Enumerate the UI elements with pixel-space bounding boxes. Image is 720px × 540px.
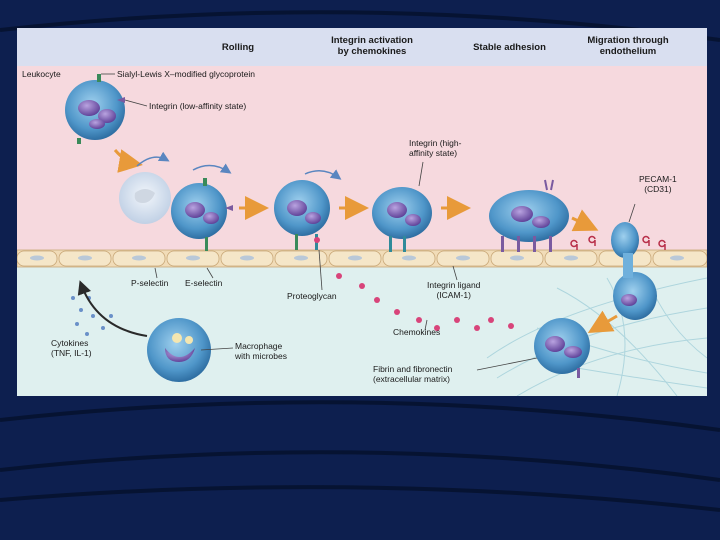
stage-integrin-activation-line2: by chemokines (337, 46, 407, 57)
label-e-selectin: E-selectin (185, 278, 223, 288)
label-pecam-line1: PECAM-1 (639, 174, 677, 184)
stage-migration-line1: Migration through (587, 35, 669, 46)
stage-integrin-activation-line1: Integrin activation (331, 35, 413, 46)
endothelium (17, 249, 707, 268)
migrated-cell (534, 318, 590, 378)
header-band (17, 28, 707, 66)
figure-art (17, 28, 707, 396)
stage-rolling: Rolling (221, 42, 255, 53)
label-cytokines-line2: (TNF, IL-1) (51, 348, 92, 358)
vessel-lumen (17, 66, 707, 251)
label-integrin-high-line2: affinity state) (409, 148, 458, 158)
cytokine-arrow (77, 280, 148, 337)
label-fibrin-line2: (extracellular matrix) (373, 374, 450, 384)
transmigrating-cell (611, 222, 657, 320)
label-integrin-high: Integrin (high- affinity state) (409, 138, 461, 158)
label-p-selectin: P-selectin (131, 278, 169, 288)
stable-adhesion-cell (372, 187, 432, 252)
leukocyte-extravasation-figure: Rolling Integrin activation by chemokine… (17, 28, 707, 396)
label-integrin-low: Integrin (low-affinity state) (149, 101, 247, 111)
label-fibrin-line1: Fibrin and fibronectin (373, 364, 453, 374)
stage-integrin-activation: Integrin activation by chemokines (317, 35, 427, 57)
label-cytokines: Cytokines (TNF, IL-1) (51, 338, 92, 358)
label-fibrin: Fibrin and fibronectin (extracellular ma… (373, 364, 452, 384)
label-leukocyte: Leukocyte (22, 69, 61, 79)
chemokine-dots (314, 237, 514, 331)
macrophage-cell (147, 318, 211, 382)
label-sialyl-lewis: Sialyl-Lewis X–modified glycoprotein (117, 69, 255, 79)
label-macrophage: Macrophage with microbes (235, 341, 287, 361)
label-integrin-ligand: Integrin ligand (ICAM-1) (427, 280, 480, 300)
stage-migration: Migration through endothelium (575, 35, 681, 57)
label-chemokines: Chemokines (393, 327, 441, 337)
flattened-cell (489, 179, 569, 252)
stage-stable-adhesion: Stable adhesion (473, 42, 546, 53)
label-macrophage-line1: Macrophage (235, 341, 283, 351)
cytokine-dots (71, 296, 113, 336)
leukocyte-cell (65, 74, 125, 144)
label-macrophage-line2: with microbes (235, 351, 287, 361)
label-integrin-ligand-line1: Integrin ligand (427, 280, 481, 290)
label-pecam: PECAM-1 (CD31) (639, 174, 677, 194)
label-proteoglycan: Proteoglycan (287, 291, 337, 301)
label-integrin-high-line1: Integrin (high- (409, 138, 462, 148)
label-pecam-line2: (CD31) (644, 184, 672, 194)
stage-migration-line2: endothelium (599, 46, 657, 57)
label-cytokines-line1: Cytokines (51, 338, 89, 348)
pecam-markers (570, 235, 666, 250)
rolling-ghost-cell (119, 172, 171, 224)
label-integrin-ligand-line2: (ICAM-1) (436, 290, 471, 300)
rolling-cell (171, 178, 233, 251)
